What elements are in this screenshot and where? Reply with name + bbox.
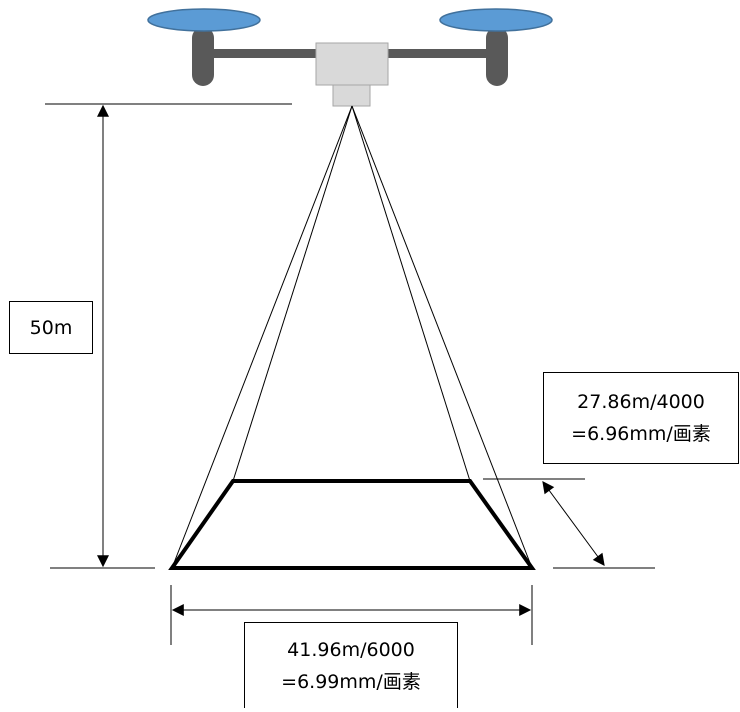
view-frustum (171, 105, 533, 569)
height-label-box: 50m (9, 301, 93, 354)
drone-camera (332, 84, 371, 107)
width-dimension (170, 585, 533, 645)
drone (147, 8, 553, 107)
left-rotor-icon (147, 8, 261, 32)
depth-label-box: 27.86m/4000 =6.96mm/画素 (543, 372, 739, 464)
width-label-line2: =6.99mm/画素 (281, 670, 421, 693)
right-motor (486, 27, 508, 86)
width-label-line1: 41.96m/6000 (287, 638, 415, 661)
ground-footprint (168, 479, 536, 570)
height-label: 50m (29, 316, 73, 339)
frustum-ray (351, 105, 533, 569)
drone-body (315, 42, 389, 86)
right-rotor-icon (439, 8, 553, 32)
depth-dimension (483, 478, 655, 569)
frustum-ray (351, 105, 471, 482)
frustum-ray (232, 105, 353, 482)
height-dimension (45, 103, 292, 569)
left-motor (192, 27, 214, 86)
depth-label-line2: =6.96mm/画素 (571, 423, 711, 445)
depth-arrow (542, 481, 605, 566)
depth-label-line1: 27.86m/4000 (577, 391, 705, 413)
width-label-box: 41.96m/6000 =6.99mm/画素 (244, 622, 458, 708)
frustum-ray (171, 105, 353, 569)
